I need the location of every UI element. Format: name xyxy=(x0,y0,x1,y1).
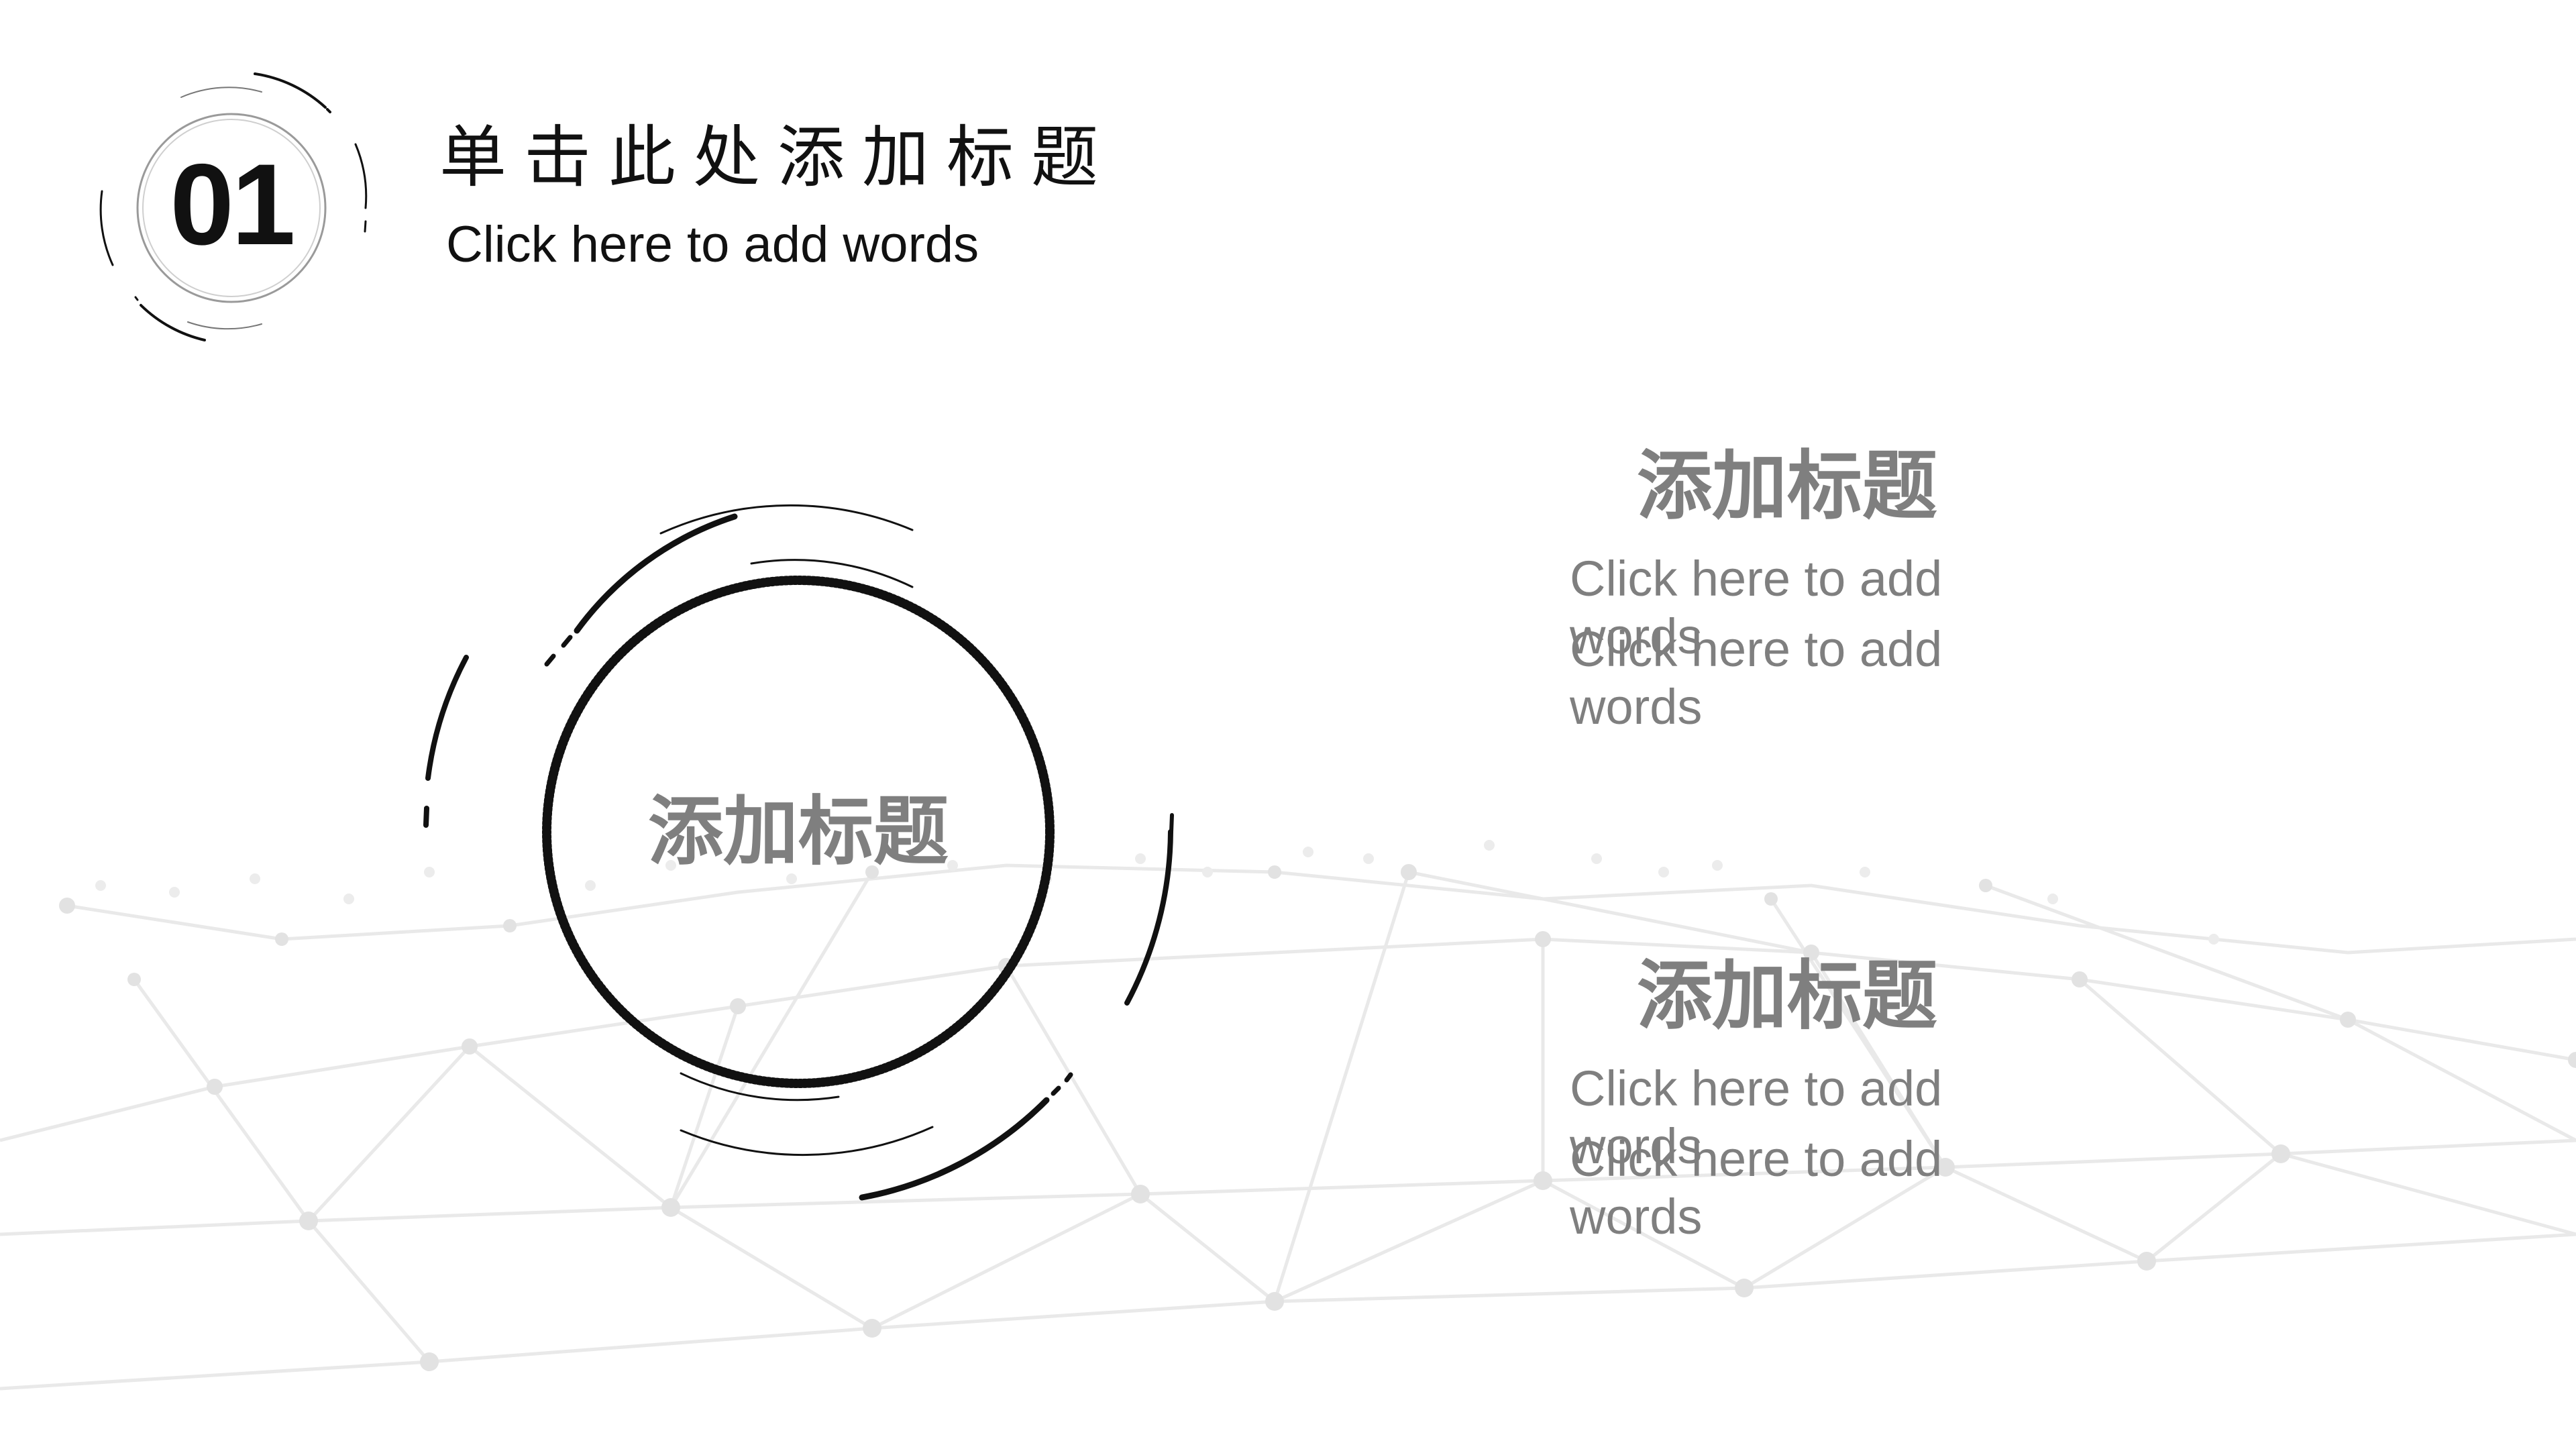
block-1-title[interactable]: 添加标题 xyxy=(1637,443,1937,530)
section-number: 01 xyxy=(170,140,295,269)
page-title[interactable]: 单击此处添加标题 xyxy=(439,118,1116,197)
block-2-text-2[interactable]: Click here to add words xyxy=(1570,1131,1943,1244)
block-2-text-1[interactable]: Click here to add words xyxy=(1570,1061,1943,1174)
center-ring-graphic xyxy=(423,504,1174,1201)
badge-ring-decoration xyxy=(99,72,368,341)
block-1-text-2[interactable]: Click here to add words xyxy=(1570,621,1943,735)
block-1-text-1[interactable]: Click here to add words xyxy=(1570,551,1943,664)
block-2-title[interactable]: 添加标题 xyxy=(1637,953,1937,1040)
page-subtitle[interactable]: Click here to add words xyxy=(446,216,979,273)
center-title[interactable]: 添加标题 xyxy=(648,788,949,875)
